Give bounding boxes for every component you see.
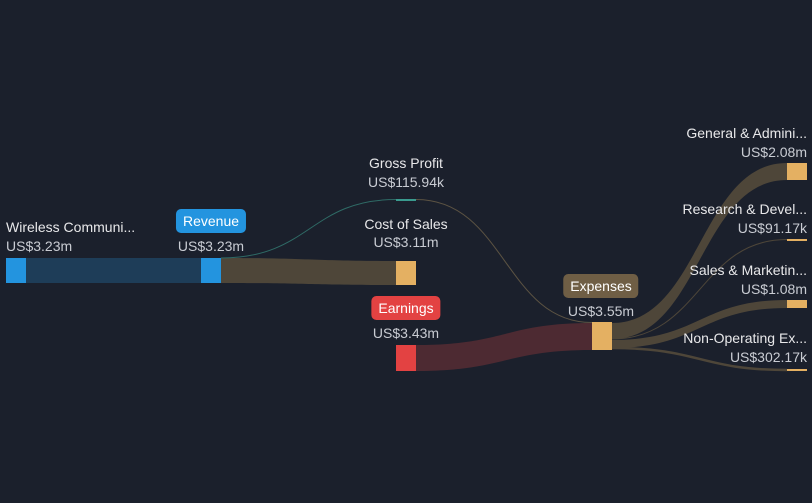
earnings-value: US$3.43m — [372, 325, 440, 341]
earnings-badge: Earnings — [371, 296, 441, 320]
research-dev-label: Research & Devel... — [682, 201, 808, 217]
link-revenue-gross-profit — [220, 199, 397, 259]
link-gross-profit-expenses — [415, 199, 593, 323]
node-gross-profit[interactable] — [396, 199, 416, 201]
link-expenses-non-operating — [611, 346, 788, 372]
general-admin-value: US$2.08m — [740, 144, 807, 160]
expenses-value: US$3.55m — [567, 303, 635, 319]
cost-of-sales-label: Cost of Sales — [364, 216, 448, 232]
sales-marketing-label: Sales & Marketin... — [689, 262, 808, 278]
non-operating-label: Non-Operating Ex... — [683, 330, 807, 346]
gross-profit-label: Gross Profit — [369, 155, 443, 171]
source-value: US$3.23m — [6, 238, 73, 254]
gross-profit-value: US$115.94k — [367, 174, 445, 190]
node-revenue[interactable] — [201, 258, 221, 283]
link-earnings-expenses — [416, 323, 592, 371]
revenue-value: US$3.23m — [177, 238, 245, 254]
node-source[interactable] — [6, 258, 26, 283]
node-general-admin[interactable] — [787, 163, 807, 180]
link-expenses-sales-marketing — [612, 300, 787, 348]
general-admin-label: General & Admini... — [686, 125, 807, 141]
expenses-badge: Expenses — [563, 274, 639, 298]
node-earnings[interactable] — [396, 345, 416, 371]
link-expenses-research-dev — [611, 239, 788, 340]
node-research-dev[interactable] — [787, 239, 807, 241]
link-expenses-general-admin — [612, 163, 787, 339]
revenue-badge: Revenue — [175, 209, 247, 233]
source-label: Wireless Communi... — [6, 219, 136, 235]
node-cost-of-sales[interactable] — [396, 261, 416, 285]
node-expenses[interactable] — [592, 322, 612, 350]
non-operating-value: US$302.17k — [729, 349, 807, 365]
node-non-operating[interactable] — [787, 369, 807, 371]
node-sales-marketing[interactable] — [787, 300, 807, 308]
link-source-revenue — [26, 258, 201, 283]
link-revenue-cost-of-sales — [221, 258, 396, 285]
cost-of-sales-value: US$3.11m — [373, 234, 439, 250]
sales-marketing-value: US$1.08m — [740, 281, 807, 297]
research-dev-value: US$91.17k — [737, 220, 807, 236]
